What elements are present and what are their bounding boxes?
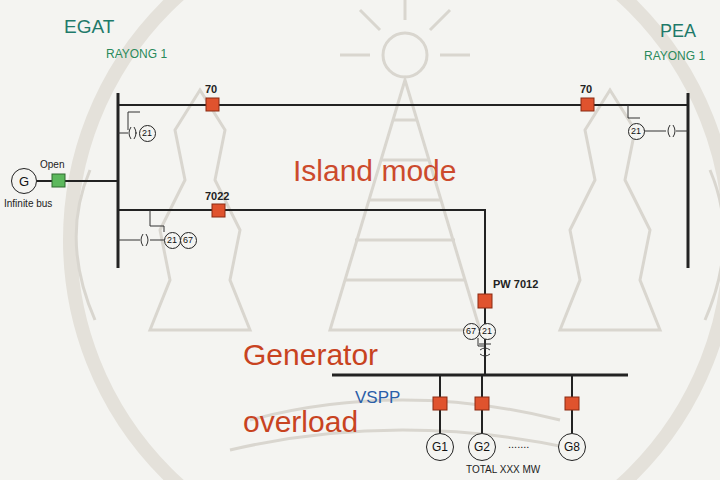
- relay-circle: 67: [180, 232, 197, 249]
- seal-outline: [70, 0, 720, 480]
- vspp-bus: [332, 374, 628, 377]
- node-text: G8: [564, 441, 580, 453]
- pea-bus: [687, 93, 690, 268]
- pt-lead: [628, 105, 640, 118]
- relay-circle: 67: [463, 323, 480, 340]
- ct-and-relay-wiring: [118, 105, 688, 356]
- generator-circle: G1: [426, 433, 454, 461]
- relay-circle: 21: [139, 125, 156, 142]
- station-name: RAYONG 1: [106, 48, 167, 61]
- station-name: RAYONG 1: [644, 50, 705, 63]
- current-transformer: [644, 125, 688, 137]
- condition-title: Island mode: [293, 154, 456, 187]
- breaker: [478, 294, 492, 308]
- ellipsis: .......: [508, 438, 529, 450]
- wiring: [37, 93, 688, 433]
- node-text: 67: [183, 236, 193, 245]
- pt-lead: [150, 210, 164, 232]
- breaker-number: 70: [205, 83, 217, 95]
- breaker: [206, 98, 219, 111]
- capacity-note: TOTAL XXX MW: [466, 464, 540, 475]
- current-transformer: [118, 234, 164, 246]
- line-7022: [118, 210, 485, 375]
- condition-title: overload: [243, 405, 358, 438]
- relay-circle: 21: [628, 123, 645, 140]
- breaker: [433, 397, 447, 410]
- breaker: [581, 98, 594, 111]
- node-text: G1: [432, 441, 448, 453]
- source-label: Infinite bus: [4, 198, 52, 209]
- circuit-breakers: [52, 98, 594, 410]
- breaker: [475, 397, 489, 410]
- line-70: [118, 104, 688, 106]
- breaker-number: 7022: [205, 190, 229, 202]
- source-line: [37, 180, 118, 182]
- node-text: 21: [482, 327, 492, 336]
- condition-title: Generator: [243, 338, 378, 371]
- bus-name: PEA: [660, 22, 696, 42]
- breaker-status: Open: [40, 159, 64, 170]
- node-text: 21: [631, 127, 641, 136]
- breaker: [212, 204, 225, 217]
- current-transformer: [479, 338, 491, 356]
- node-text: 21: [142, 129, 152, 138]
- relay-circle: 21: [164, 232, 181, 249]
- generator-circle: G2: [468, 433, 496, 461]
- node-text: 67: [466, 327, 476, 336]
- breaker: [565, 397, 579, 410]
- relay-circle: 21: [479, 323, 496, 340]
- pt-lead: [128, 112, 140, 130]
- node-text: G: [19, 175, 29, 188]
- bus-name: VSPP: [355, 389, 400, 408]
- source-generator: G: [11, 168, 37, 194]
- node-text: 21: [167, 236, 177, 245]
- open-breaker: [52, 174, 65, 187]
- breaker-number: PW 7012: [493, 278, 538, 290]
- breaker-number: 70: [580, 83, 592, 95]
- node-text: G2: [474, 441, 490, 453]
- generator-circle: G8: [558, 433, 586, 461]
- bus-name: EGAT: [64, 17, 114, 38]
